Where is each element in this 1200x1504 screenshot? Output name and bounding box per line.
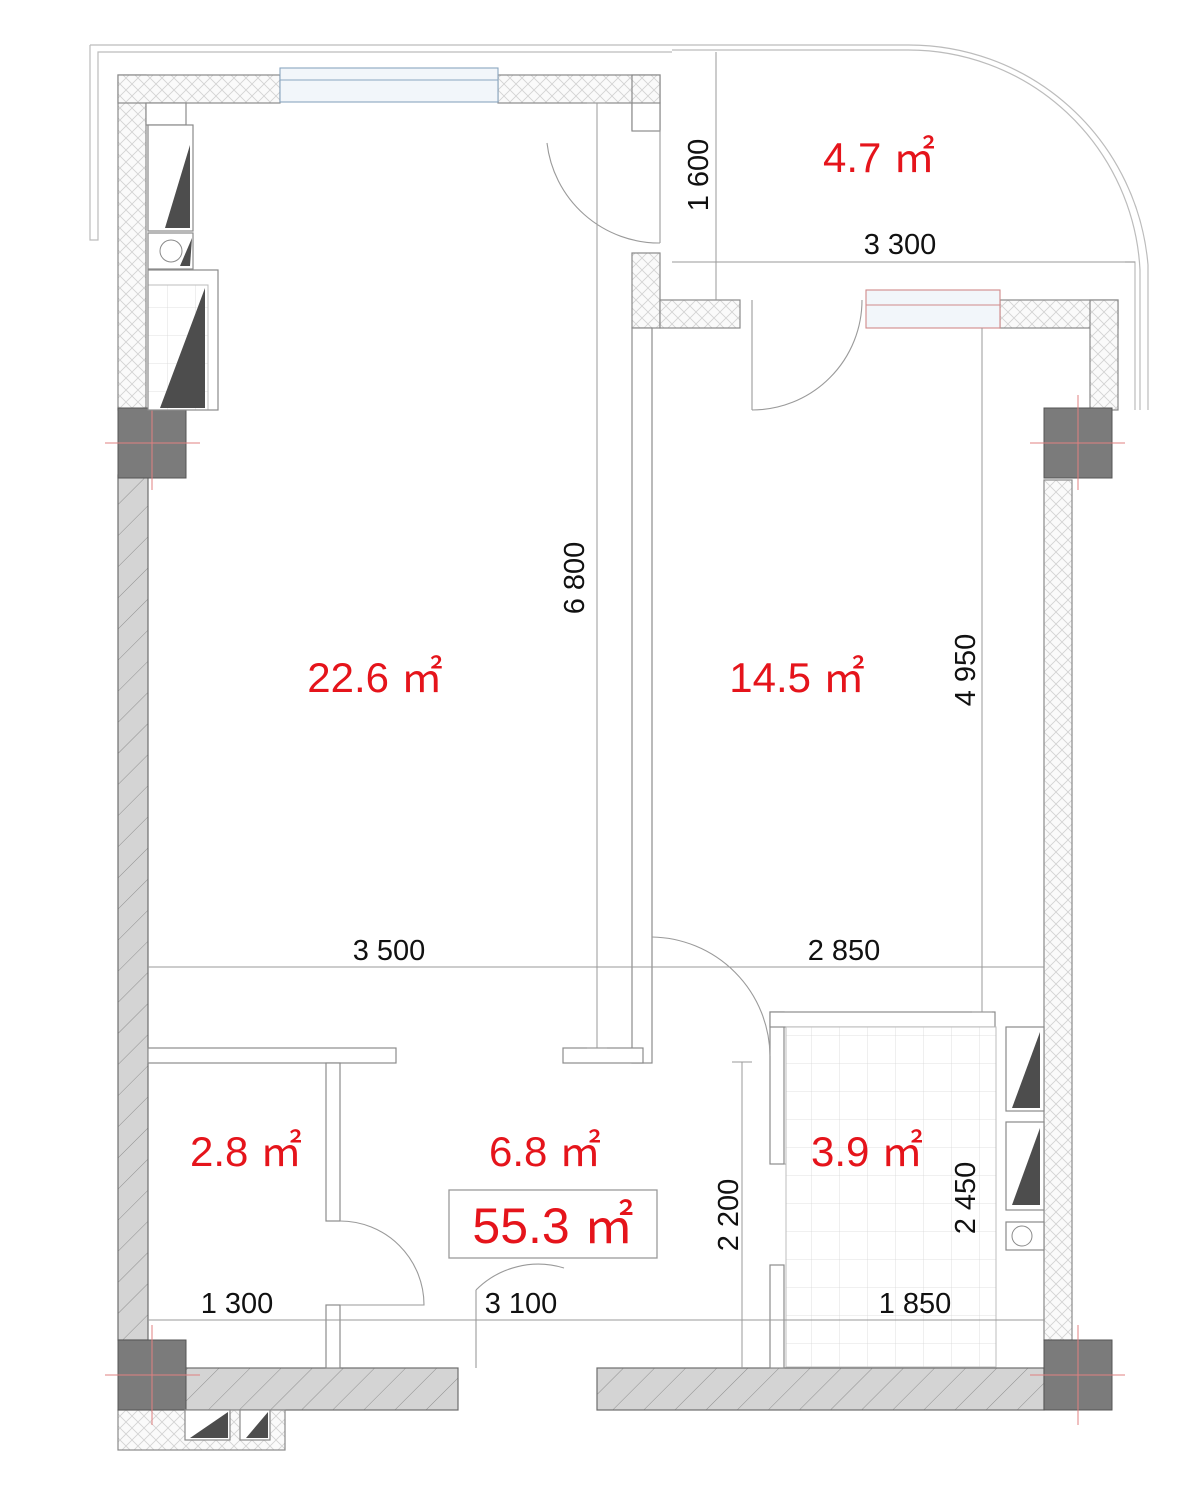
dim-living-width: 3 500 bbox=[353, 935, 426, 967]
windows bbox=[279, 67, 1001, 329]
doors bbox=[339, 130, 865, 1368]
dim-hall-depth: 2 200 bbox=[713, 1179, 745, 1252]
dim-bathroom-depth: 2 450 bbox=[950, 1162, 982, 1235]
columns bbox=[105, 395, 1125, 1425]
bathroom-fixtures bbox=[785, 1026, 1045, 1368]
dimension-lines bbox=[148, 52, 1135, 1368]
total-area: 55.3 ㎡ bbox=[472, 1198, 633, 1254]
dimension-labels: 1 600 3 300 6 800 4 950 3 500 2 850 2 20… bbox=[201, 139, 982, 1320]
dim-balcony-depth: 1 600 bbox=[683, 139, 715, 212]
dim-living-length: 6 800 bbox=[559, 542, 591, 615]
dim-bathroom-width: 1 850 bbox=[879, 1288, 952, 1320]
total-area-box: 55.3 ㎡ bbox=[448, 1189, 658, 1259]
area-hall: 6.8 ㎡ bbox=[489, 1128, 601, 1175]
partitions bbox=[145, 102, 996, 1369]
dim-bedroom-width: 2 850 bbox=[808, 935, 881, 967]
kitchen-fixtures bbox=[147, 124, 219, 411]
room-area-labels: 22.6 ㎡ 14.5 ㎡ 4.7 ㎡ 6.8 ㎡ 2.8 ㎡ 3.9 ㎡ bbox=[190, 134, 935, 1175]
area-balcony: 4.7 ㎡ bbox=[823, 134, 935, 181]
dim-storage-width: 1 300 bbox=[201, 1288, 274, 1320]
area-storage: 2.8 ㎡ bbox=[190, 1128, 302, 1175]
area-bedroom: 14.5 ㎡ bbox=[729, 654, 864, 701]
dim-balcony-width: 3 300 bbox=[864, 229, 937, 261]
dim-bedroom-length: 4 950 bbox=[950, 634, 982, 707]
area-living: 22.6 ㎡ bbox=[307, 654, 442, 701]
light-walls bbox=[117, 74, 1119, 1451]
exterior-walls bbox=[117, 474, 1045, 1411]
dim-hall-width: 3 100 bbox=[485, 1288, 558, 1320]
storage-fixtures bbox=[184, 1409, 271, 1441]
area-bathroom: 3.9 ㎡ bbox=[811, 1128, 923, 1175]
